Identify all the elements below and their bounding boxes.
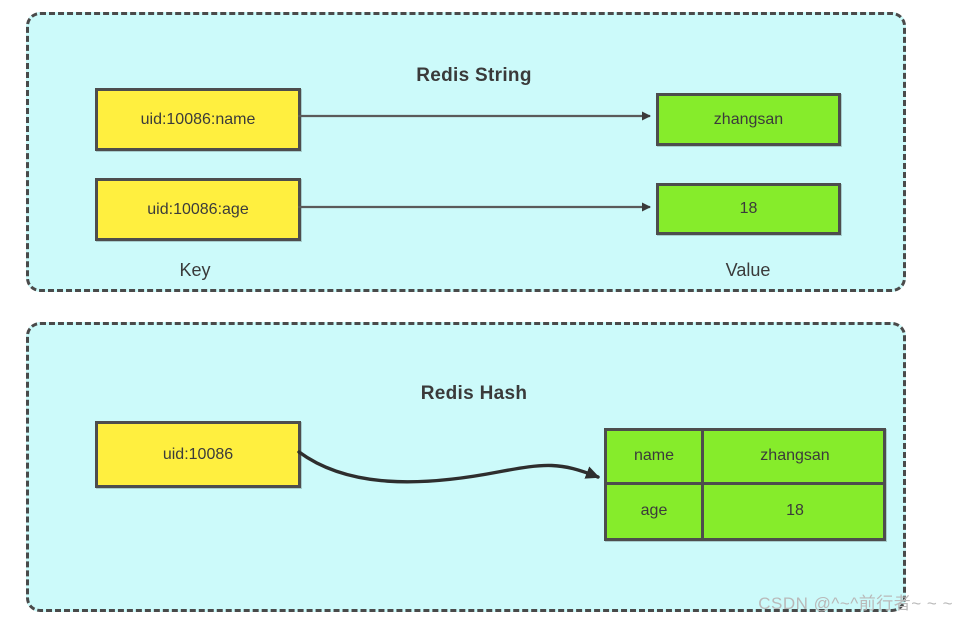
panel-title-redis-string: Redis String <box>416 65 532 86</box>
value-box-zhangsan-label: zhangsan <box>713 110 784 128</box>
column-label-key: Key <box>179 260 211 280</box>
column-label-value: Value <box>725 260 771 280</box>
redis-hash-panel: Redis Hash uid:10086 name zhangsan age 1… <box>26 322 906 612</box>
hash-value-name: zhangsan <box>704 431 886 485</box>
key-box-uid-name: uid:10086:name <box>95 88 301 151</box>
key-box-uid-age-label: uid:10086:age <box>147 200 249 218</box>
key-box-uid-name-label: uid:10086:name <box>140 110 256 128</box>
hash-field-name: name <box>607 431 704 485</box>
key-box-uid: uid:10086 <box>95 421 301 488</box>
watermark-text: CSDN @^~^前行者~ ~ ~ <box>758 594 953 613</box>
hash-value-table: name zhangsan age 18 <box>604 428 886 541</box>
key-box-uid-label: uid:10086 <box>162 445 234 463</box>
panel-title-redis-hash: Redis Hash <box>420 383 528 404</box>
hash-value-age: 18 <box>786 502 804 520</box>
value-box-18-label: 18 <box>739 200 758 217</box>
redis-string-panel: Redis String uid:10086:name zhangsan uid… <box>26 12 906 292</box>
value-box-18: 18 <box>656 183 841 235</box>
value-box-zhangsan: zhangsan <box>656 93 841 146</box>
hash-field-age: age <box>607 484 704 538</box>
key-box-uid-age: uid:10086:age <box>95 178 301 241</box>
